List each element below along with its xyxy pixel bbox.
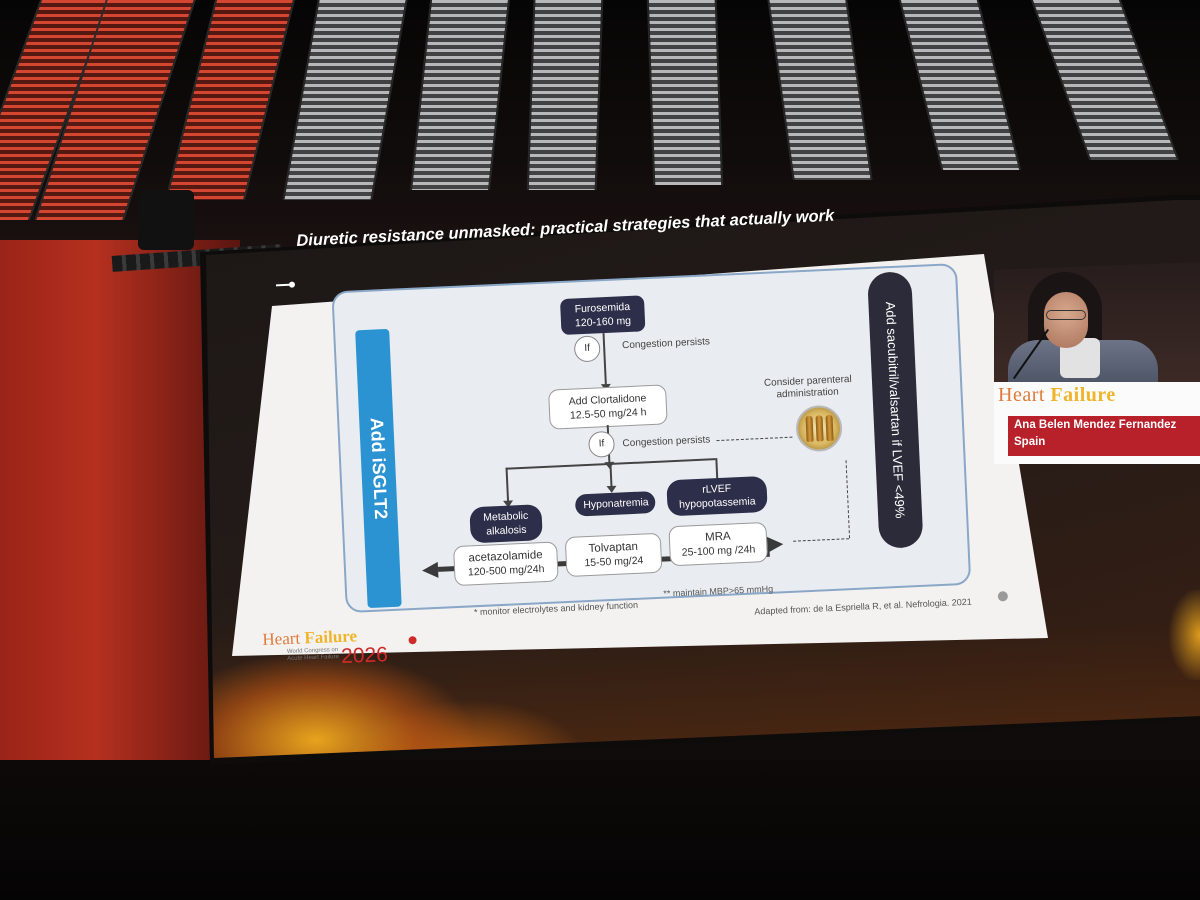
condition-line2: hypopotassemia [678, 495, 756, 511]
auditorium-floor [0, 760, 1200, 900]
right-arrow-head [766, 536, 784, 553]
rlvef-hypopotassemia-node: rLVEF hypopotassemia [666, 475, 768, 517]
lower-third-heart: Heart [998, 384, 1045, 406]
logo-subtitle: World Congress on Acute Heart Failure [287, 647, 339, 663]
sacubitril-label: Add sacubitril/valsartan if LVEF <49% [882, 301, 908, 519]
hyponatremia-node: Hyponatremia [574, 490, 656, 517]
isglt2-label: Add iSGLT2 [366, 417, 392, 520]
ceiling-panel [526, 0, 604, 190]
furosemide-dose: 120-160 mg [574, 314, 632, 330]
drug-dose: 120-500 mg/24h [467, 563, 545, 579]
left-arrow-head [421, 561, 439, 579]
drug-dose: 15-50 mg/24 [584, 554, 644, 570]
lower-third-logo: Heart Failure [998, 384, 1116, 407]
speaker-face [1044, 292, 1088, 348]
decorative-heart-image-right [1160, 590, 1200, 680]
tolvaptan-node: Tolvaptan 15-50 mg/24 [564, 532, 663, 578]
stage-light [138, 190, 194, 250]
drug-dose: 25-100 mg /24h [681, 543, 756, 559]
logo-heart: Heart [262, 628, 301, 649]
speaker-name-bar [1008, 416, 1200, 456]
clortalidone-node: Add Clortalidone 12.5-50 mg/24 h [548, 384, 668, 430]
logo-dot [408, 636, 417, 645]
speaker-name: Ana Belen Mendez Fernandez [1014, 419, 1177, 431]
acetazolamide-node: acetazolamide 120-500 mg/24h [453, 541, 559, 587]
treatment-flowchart: Add iSGLT2 Add sacubitril/valsartan if L… [318, 233, 1009, 632]
logo-year: 2026 [340, 643, 389, 668]
heart-failure-2026-logo: Heart Failure World Congress on Acute He… [262, 621, 434, 677]
title-bullet [275, 283, 293, 287]
lower-third-failure: Failure [1050, 384, 1116, 406]
metabolic-alkalosis-node: Metabolic alkalosis [469, 504, 543, 544]
condition-line1: Hyponatremia [583, 496, 649, 512]
mra-node: MRA 25-100 mg /24h [668, 521, 769, 567]
condition-line2: alkalosis [485, 523, 527, 538]
furosemide-node: Furosemida 120-160 mg [559, 295, 646, 336]
ceiling-panel [646, 0, 724, 185]
logo-subtitle-2: Acute Heart Failure [287, 654, 339, 663]
glasses-icon [1046, 310, 1086, 320]
speaker-country: Spain [1014, 436, 1046, 448]
clortalidone-dose: 12.5-50 mg/24 h [569, 406, 647, 422]
